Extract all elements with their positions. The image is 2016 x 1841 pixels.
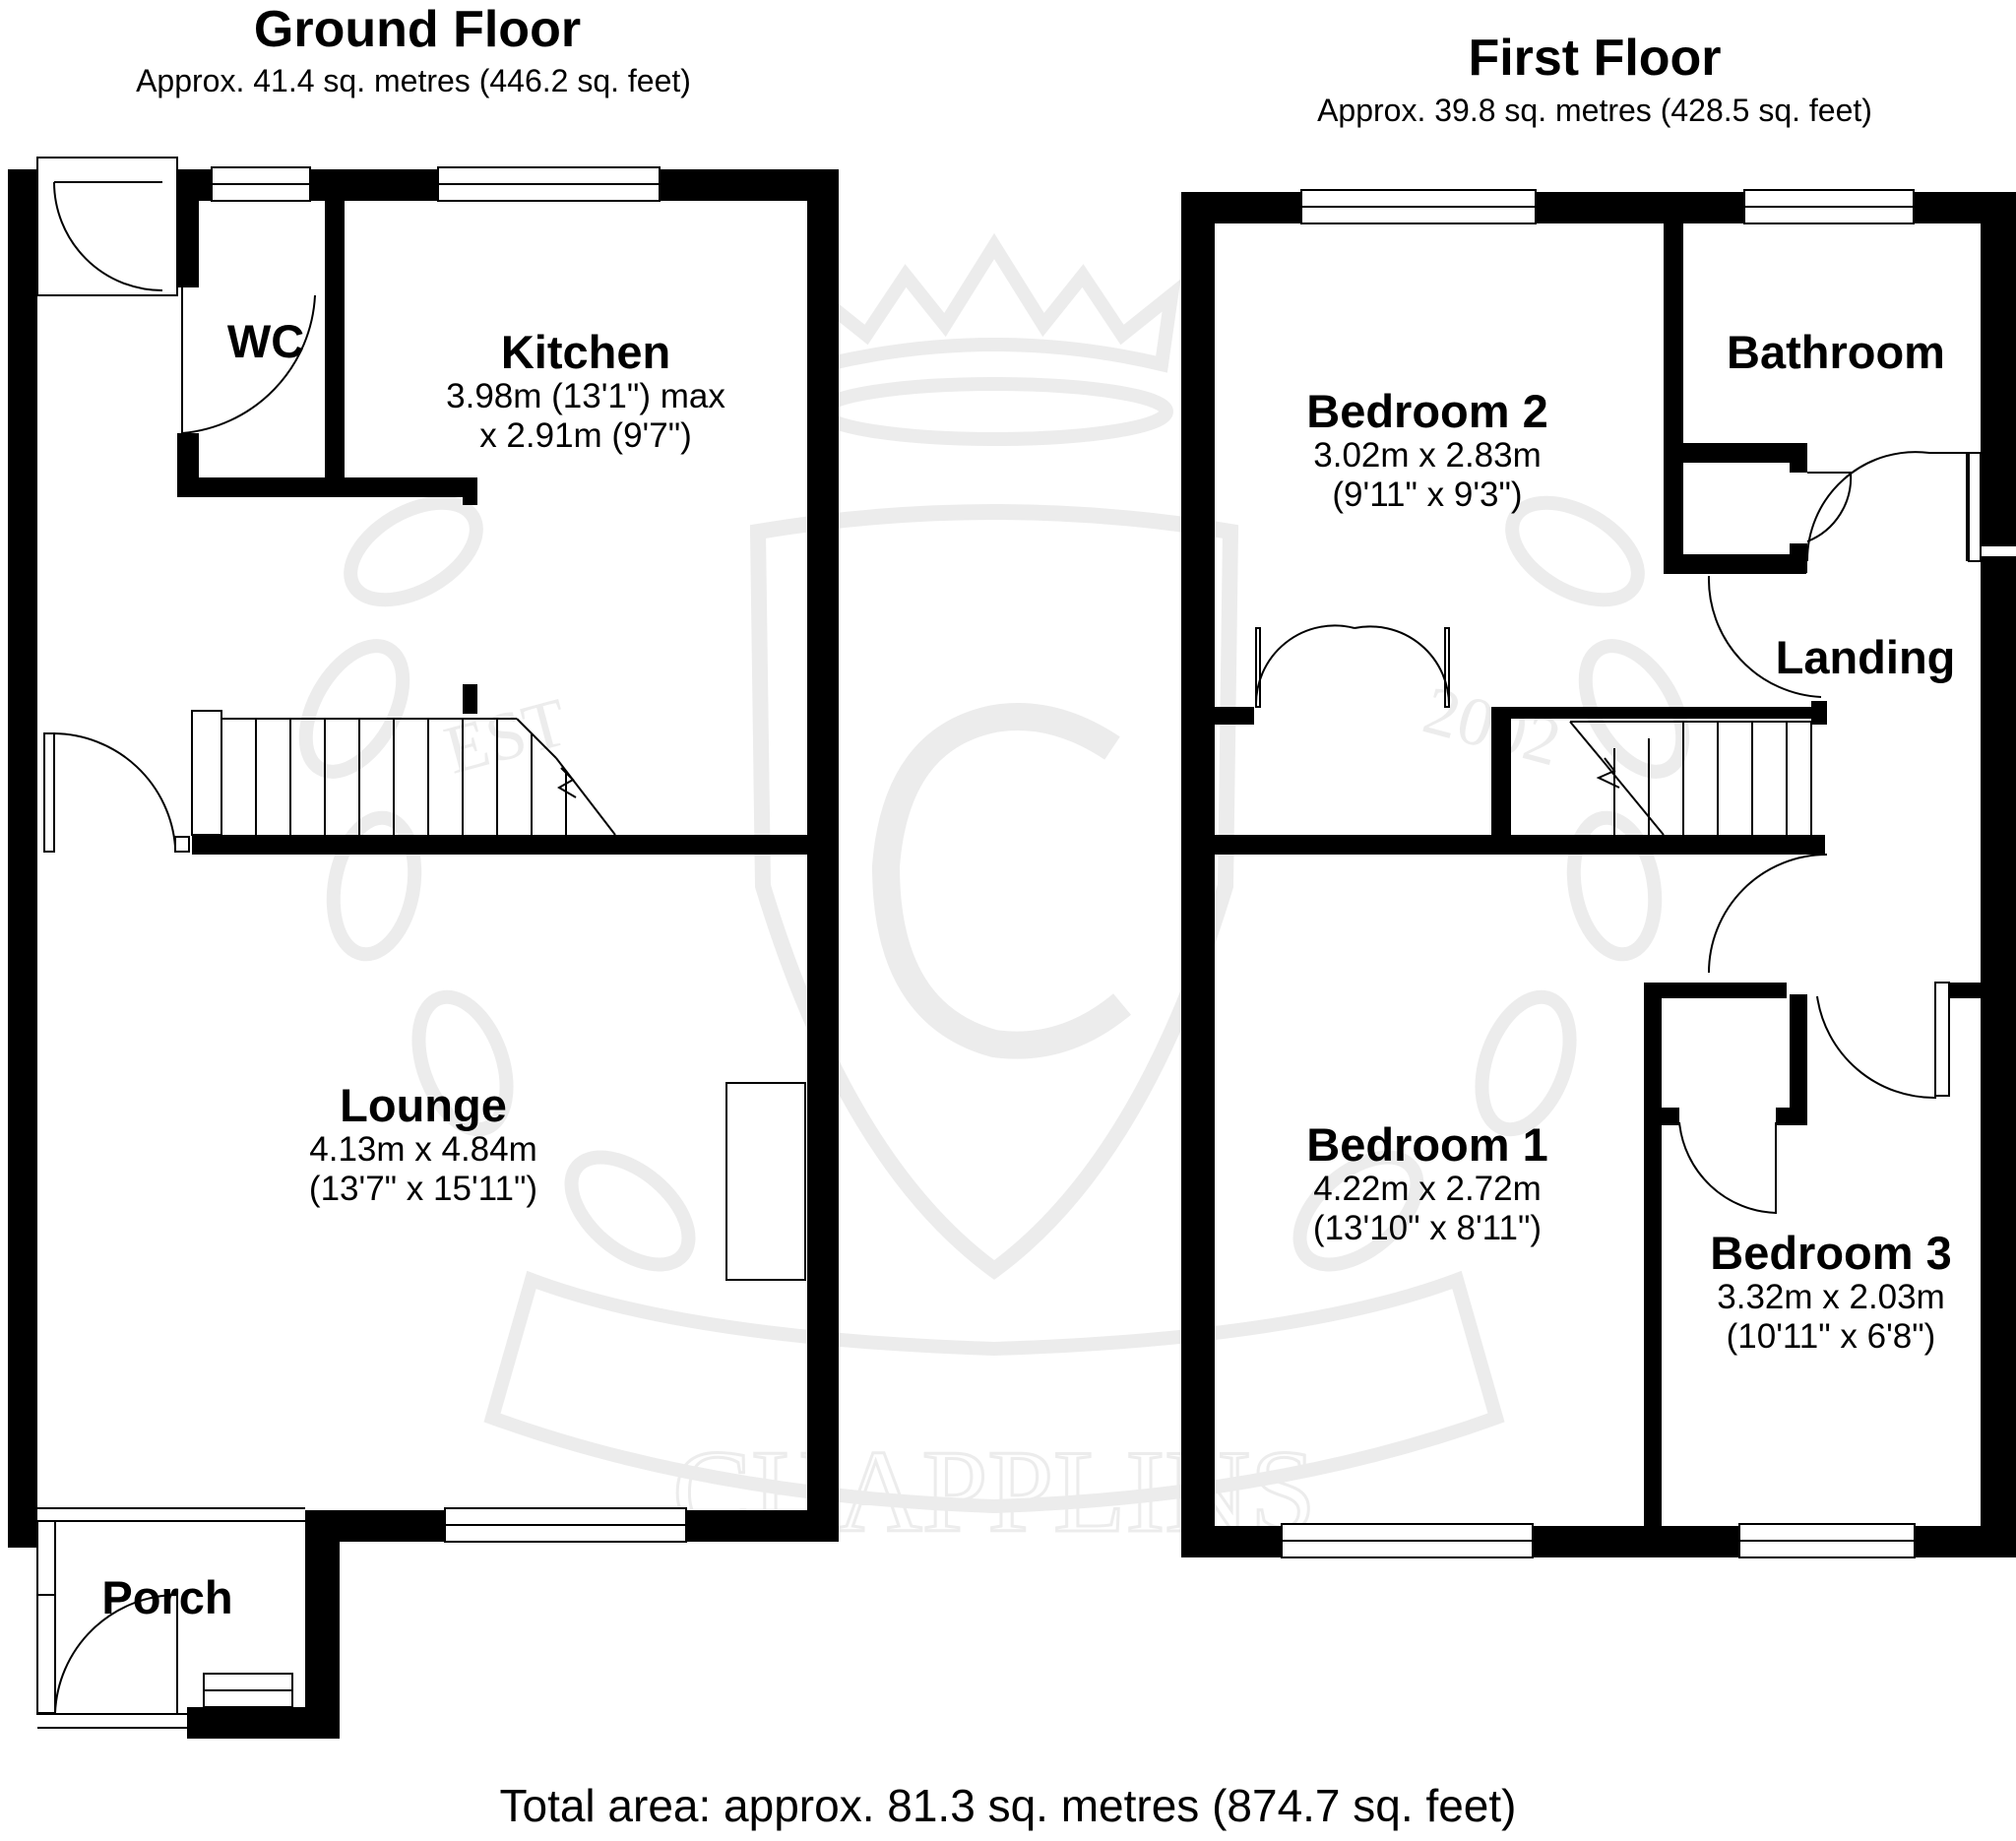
room-bedroom2-dim1: 3.02m x 2.83m [1313,436,1542,475]
first-right-wall [1981,556,2016,1557]
room-landing: Landing [1732,633,1998,682]
ground-walls [8,169,839,1739]
ground-left-wall [8,169,37,1548]
first-windows [1281,189,1916,1558]
fireplace [725,1082,806,1281]
ground-staircase [191,710,616,836]
front-door-swing [53,181,163,291]
porch-door-swing [54,1593,178,1714]
wc-door-swing [181,287,316,434]
first-floor-title: First Floor [1468,30,1722,87]
first-floor-area: Approx. 39.8 sq. metres (428.5 sq. feet) [1317,93,1872,128]
room-wc-name: WC [226,315,305,367]
room-kitchen: Kitchen 3.98m (13'1") max x 2.91m (9'7") [384,328,788,456]
room-bedroom1: Bedroom 1 4.22m x 2.72m (13'10" x 8'11") [1230,1120,1624,1248]
room-bedroom1-dim1: 4.22m x 2.72m [1313,1170,1542,1208]
wardrobe-doors-swing [1254,624,1451,708]
bedroom-partition [1215,835,1825,855]
room-bedroom2-dim2: (9'11" x 9'3") [1332,476,1523,514]
crown-laurel-crest-icon [298,232,1690,1514]
room-kitchen-dim2: x 2.91m (9'7") [479,416,692,455]
ground-doors [36,181,316,1714]
total-area: Total area: approx. 81.3 sq. metres (874… [499,1780,1517,1831]
lounge-door-swing [53,732,176,848]
room-lounge-dim2: (13'7" x 15'11") [308,1170,538,1208]
bathroom-door-swing [1805,451,1968,562]
room-bedroom2: Bedroom 2 3.02m x 2.83m (9'11" x 9'3") [1230,387,1624,515]
watermark-est: EST [437,684,575,790]
first-staircase [1569,721,1812,836]
first-walls [1181,192,2016,1557]
first-floor-plan [1181,189,2016,1558]
bedroom1-door-swing [1708,854,1828,974]
room-lounge: Lounge 4.13m x 4.84m (13'7" x 15'11") [226,1081,620,1209]
room-bedroom3: Bedroom 3 3.32m x 2.03m (10'11" x 6'8") [1664,1229,1998,1357]
kitchen-lounge-partition [192,835,807,855]
room-kitchen-dim1: 3.98m (13'1") max [446,377,725,415]
room-lounge-name: Lounge [340,1079,507,1131]
cupboard-door-swing [1806,472,1853,542]
ground-floor-title: Ground Floor [253,1,582,58]
bedroom3-cupboard-door-swing [1678,1121,1777,1215]
room-bedroom1-name: Bedroom 1 [1306,1118,1548,1171]
room-bathroom-name: Bathroom [1727,326,1945,378]
room-landing-name: Landing [1775,631,1956,683]
room-bedroom2-name: Bedroom 2 [1306,385,1548,437]
room-kitchen-name: Kitchen [500,326,671,378]
landing-door-swing [1707,575,1822,698]
room-lounge-dim1: 4.13m x 4.84m [309,1130,537,1169]
ground-right-wall [807,169,839,1542]
room-porch: Porch [69,1573,266,1622]
first-left-wall [1181,192,1215,1557]
room-bedroom3-dim1: 3.32m x 2.03m [1717,1278,1945,1316]
ground-floor-area: Approx. 41.4 sq. metres (446.2 sq. feet) [136,63,691,98]
room-porch-name: Porch [101,1571,233,1623]
first-doors [1254,451,1982,1215]
porch-right-wall [305,1510,340,1739]
bedroom3-door-swing [1816,983,1936,1100]
ground-floor-plan [8,157,839,1739]
ground-windows [203,166,687,1708]
room-bedroom3-dim2: (10'11" x 6'8") [1726,1317,1936,1356]
room-bedroom3-name: Bedroom 3 [1710,1227,1952,1279]
room-bedroom1-dim2: (13'10" x 8'11") [1312,1209,1543,1247]
room-bathroom: Bathroom [1693,328,1979,377]
room-wc: WC [197,317,335,366]
